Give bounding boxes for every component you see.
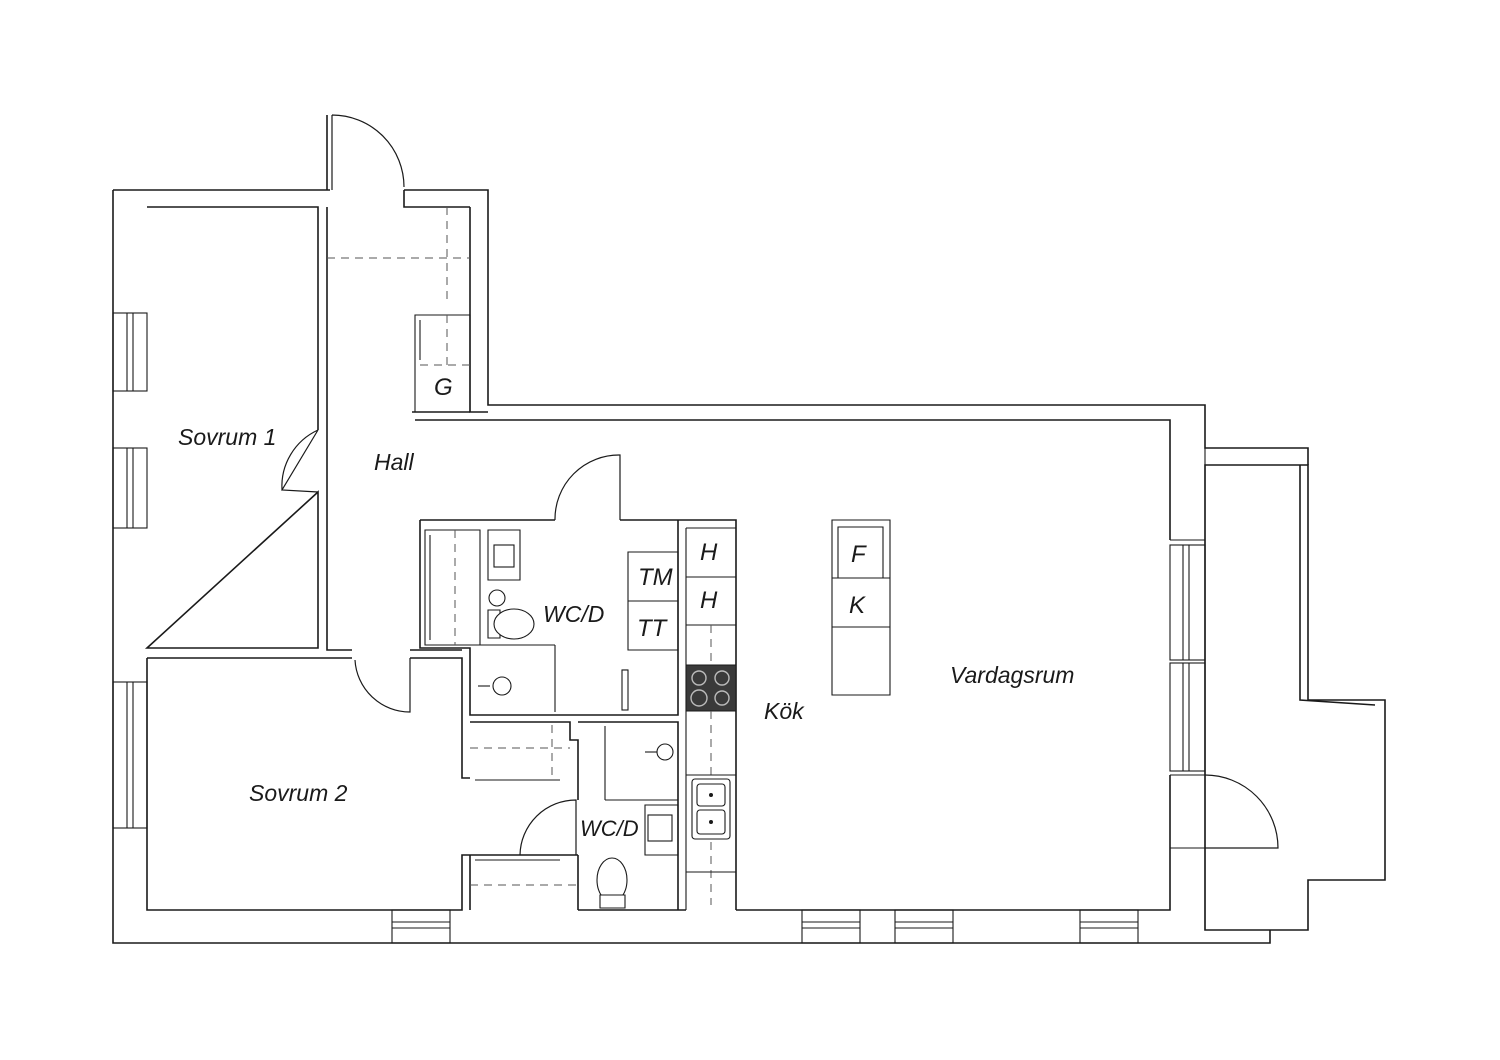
room-label-wcd-2: WC/D (580, 816, 639, 841)
bathroom-1 (419, 519, 737, 910)
doors (280, 114, 1279, 856)
fixture-label-wardrobe: G (434, 374, 453, 401)
kitchen-counter (685, 527, 737, 910)
hall-closets (327, 207, 471, 413)
fixture-label-fridge: F (851, 541, 867, 568)
room-label-kok: Kök (764, 698, 805, 724)
room-label-wcd-1: WC/D (543, 601, 604, 627)
fixture-label-cabinet-h-2: H (700, 587, 718, 614)
fixture-label-cabinet-h-1: H (700, 539, 718, 566)
fixture-label-freezer: K (849, 592, 866, 619)
windows (112, 312, 1206, 944)
room-label-sovrum-1: Sovrum 1 (178, 424, 276, 450)
room-label-sovrum-2: Sovrum 2 (249, 780, 348, 806)
fixture-label-washer: TM (638, 564, 673, 591)
fixture-label-dryer: TT (637, 615, 669, 642)
room-label-vardagsrum: Vardagsrum (950, 662, 1074, 688)
fridge-freezer (831, 519, 891, 696)
balcony (1170, 448, 1386, 931)
bathroom-2 (469, 721, 679, 910)
room-label-hall: Hall (374, 449, 415, 475)
